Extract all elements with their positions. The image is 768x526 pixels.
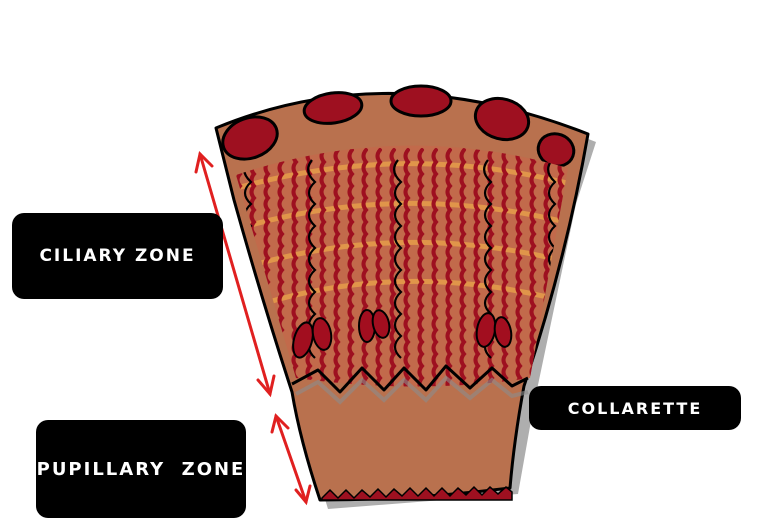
crypt xyxy=(311,317,333,351)
crypt xyxy=(371,309,391,339)
outer-vessels xyxy=(221,84,576,168)
radial-vessel xyxy=(543,148,551,387)
collarette-shadow xyxy=(295,375,529,405)
radial-vessel xyxy=(417,148,425,387)
radial-vessel xyxy=(319,148,327,387)
radial-vessel xyxy=(473,148,481,387)
radial-vessel xyxy=(263,148,271,387)
vessel xyxy=(389,84,453,118)
ciliary-zone-label: CILIARY ZONE xyxy=(12,213,223,299)
vessel xyxy=(221,115,279,161)
pupillary-zone-label: PUPILLARY ZONE xyxy=(36,420,246,518)
ciliary-zone-region xyxy=(236,145,568,387)
pupillary-zone-text: PUPILLARY ZONE xyxy=(36,458,246,480)
radial-vessel xyxy=(403,148,411,387)
radial-vessel xyxy=(361,148,369,387)
crypts xyxy=(292,309,513,359)
radial-vessel xyxy=(515,148,523,387)
pupillary-ruff xyxy=(321,485,513,501)
vessel xyxy=(302,91,364,125)
radial-vessel xyxy=(389,148,397,387)
radial-vessel xyxy=(305,148,313,387)
pupillary-arrow xyxy=(270,413,312,506)
ciliary-arrow xyxy=(194,151,276,398)
radial-vessel xyxy=(431,148,439,387)
trabecula-line xyxy=(393,159,403,359)
radial-vessel xyxy=(375,148,383,387)
collarette-label: COLLARETTE xyxy=(529,386,741,430)
crypt xyxy=(493,316,513,348)
radial-vessel xyxy=(529,148,537,387)
radial-vessel xyxy=(333,148,341,387)
crypt xyxy=(292,321,314,359)
collarette-line xyxy=(291,364,529,394)
radial-vessel xyxy=(445,148,453,387)
ciliary-zone-text: CILIARY ZONE xyxy=(39,246,196,266)
collarette-text: COLLARETTE xyxy=(567,398,703,418)
vessel xyxy=(473,96,531,142)
radial-vessel xyxy=(347,148,355,387)
radial-vessel xyxy=(459,148,467,387)
radial-vessel xyxy=(501,148,509,387)
